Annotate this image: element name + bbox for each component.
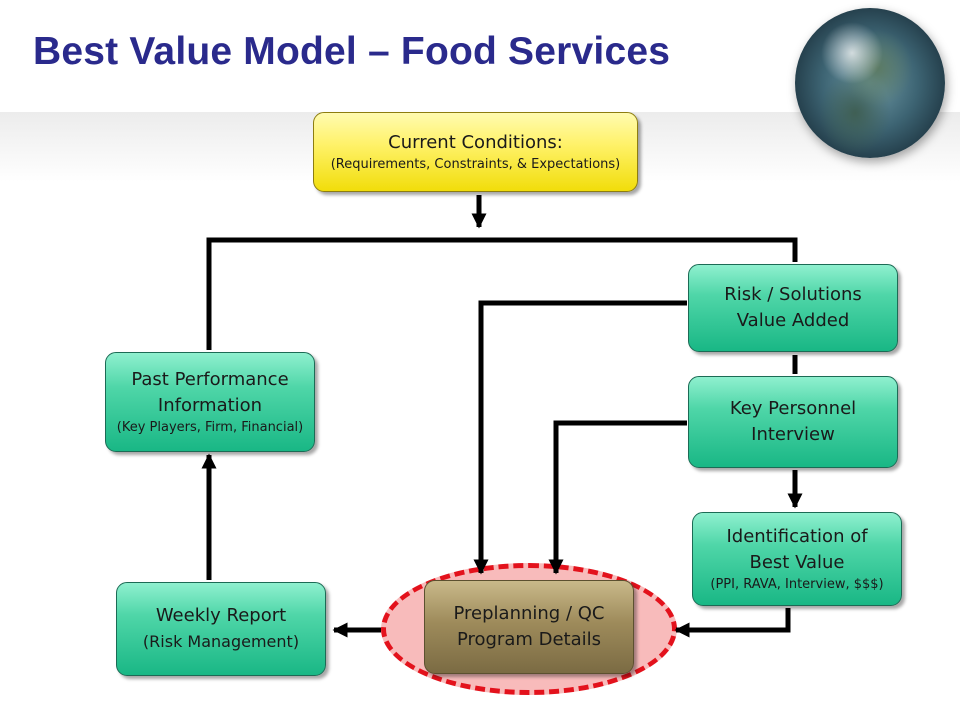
node-current-conditions-subtitle: (Requirements, Constraints, & Expectatio… bbox=[330, 157, 621, 172]
node-key-personnel-line1: Key Personnel bbox=[729, 398, 857, 419]
globe-icon bbox=[795, 8, 945, 158]
node-past-performance-line2: Information bbox=[157, 395, 263, 416]
node-weekly-report: Weekly Report (Risk Management) bbox=[116, 582, 326, 676]
node-key-personnel-line2: Interview bbox=[751, 424, 835, 445]
node-risk-solutions-line2: Value Added bbox=[736, 310, 850, 331]
arrow-risk-to-preplanning bbox=[473, 300, 687, 575]
node-past-performance: Past Performance Information (Key Player… bbox=[105, 352, 315, 452]
arrow-identification-to-preplanning bbox=[674, 608, 791, 638]
node-past-performance-line1: Past Performance bbox=[131, 369, 289, 390]
connector-top-loop bbox=[206, 237, 798, 350]
page-title: Best Value Model – Food Services bbox=[33, 30, 671, 73]
node-risk-solutions: Risk / Solutions Value Added bbox=[688, 264, 898, 352]
node-current-conditions: Current Conditions: (Requirements, Const… bbox=[313, 112, 638, 192]
node-risk-solutions-line1: Risk / Solutions bbox=[724, 284, 862, 305]
node-identification-line3: (PPI, RAVA, Interview, $$$) bbox=[710, 577, 884, 592]
node-weekly-report-line2: (Risk Management) bbox=[142, 632, 300, 651]
node-current-conditions-title: Current Conditions: bbox=[388, 132, 563, 153]
node-identification: Identification of Best Value (PPI, RAVA,… bbox=[692, 512, 902, 606]
node-preplanning-line1: Preplanning / QC bbox=[453, 603, 605, 624]
node-identification-line2: Best Value bbox=[749, 552, 845, 573]
node-past-performance-line3: (Key Players, Firm, Financial) bbox=[116, 420, 304, 435]
node-identification-line1: Identification of bbox=[726, 526, 868, 547]
node-key-personnel: Key Personnel Interview bbox=[688, 376, 898, 468]
node-weekly-report-line1: Weekly Report bbox=[155, 605, 287, 626]
node-preplanning-line2: Program Details bbox=[456, 629, 602, 650]
arrow-key-to-preplanning bbox=[548, 420, 687, 575]
node-preplanning: Preplanning / QC Program Details bbox=[424, 580, 634, 674]
